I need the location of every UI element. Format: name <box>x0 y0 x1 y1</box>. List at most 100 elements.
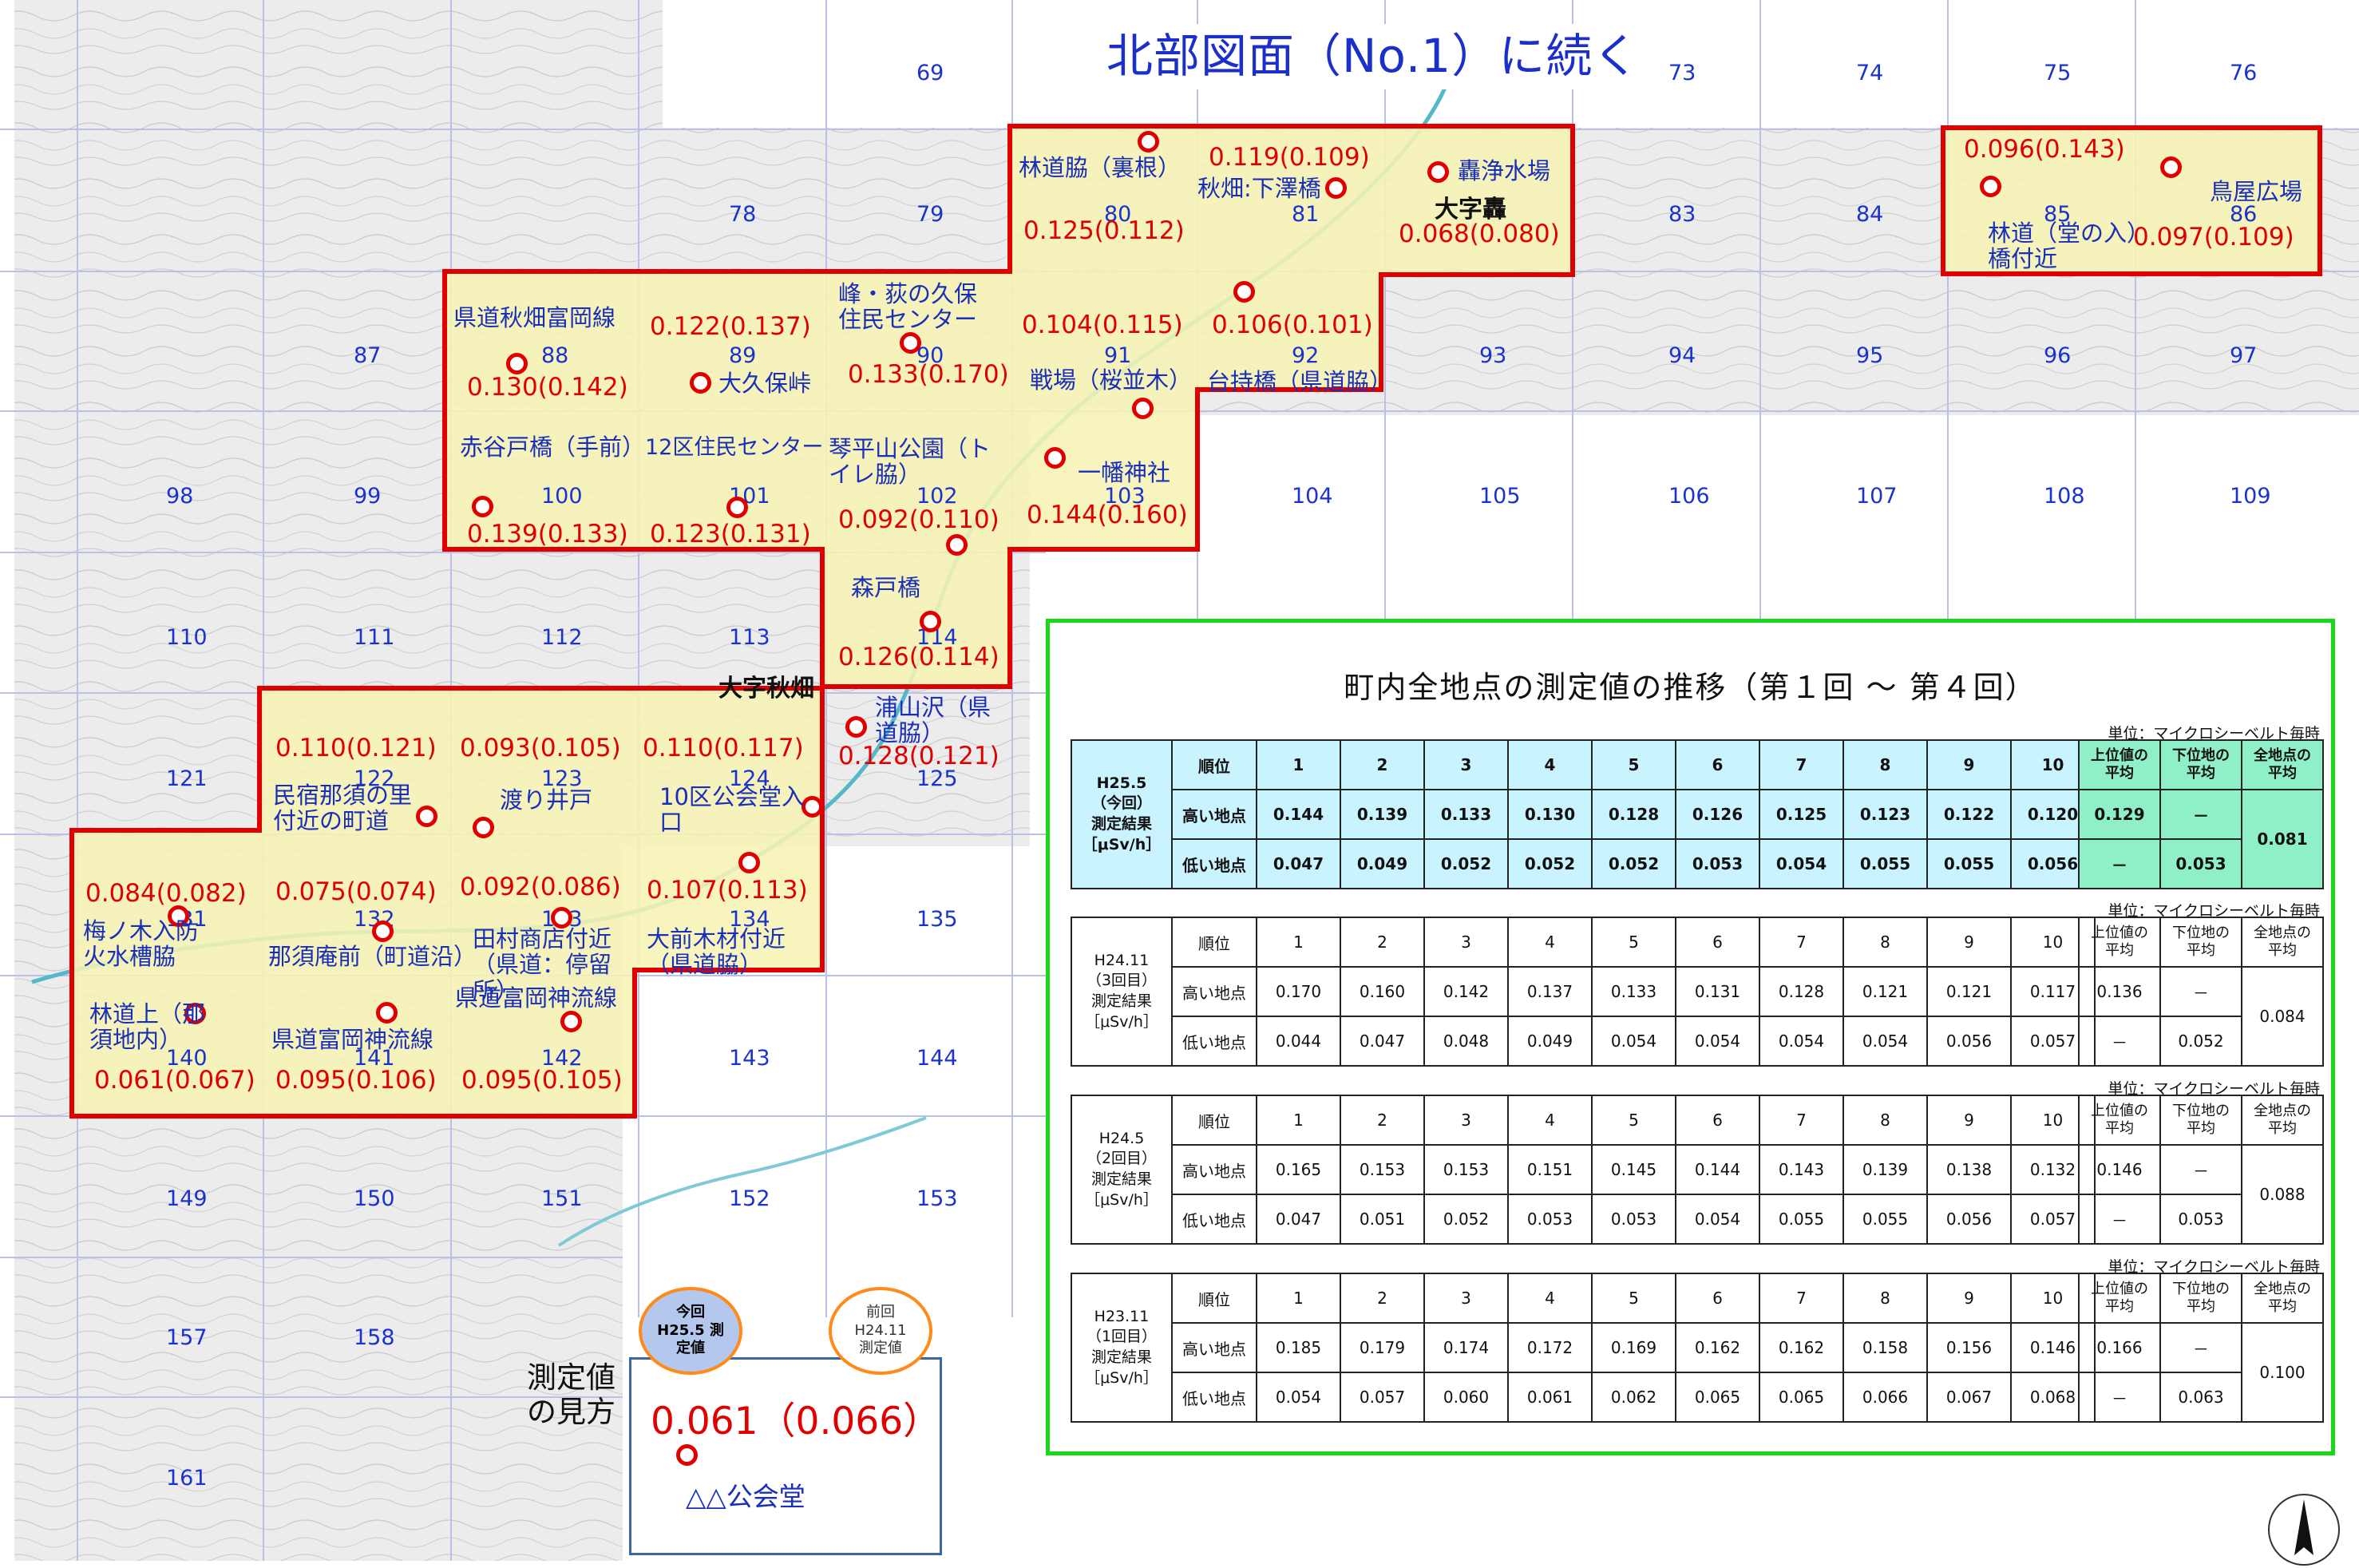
point-value: 0.130(0.142) <box>467 373 628 402</box>
point-name: 県道富岡神流線 <box>455 984 618 1012</box>
grid-number: 111 <box>354 625 395 650</box>
low-value: 0.047 <box>1340 1016 1425 1067</box>
measurement-point-marker[interactable] <box>920 611 941 632</box>
low-value: 0.054 <box>1759 838 1844 889</box>
all-average: 0.084 <box>2241 966 2324 1067</box>
high-value: 0.126 <box>1675 789 1760 840</box>
survey-area <box>69 124 2322 1119</box>
high-label: 高い地点 <box>1171 966 1257 1017</box>
rank-number: 3 <box>1423 739 1509 790</box>
rank-number: 9 <box>1926 739 2012 790</box>
measurement-point-marker[interactable] <box>416 806 437 827</box>
grid-number: 85 <box>2044 202 2072 227</box>
measurement-point-marker[interactable] <box>372 921 394 942</box>
high-label: 高い地点 <box>1171 789 1257 840</box>
rank-number: 5 <box>1591 739 1676 790</box>
high-value: 0.123 <box>1842 789 1928 840</box>
point-name: 浦山沢（県道脇） <box>875 694 991 747</box>
grid-number: 134 <box>729 907 770 932</box>
lower-average-dash: － <box>2159 789 2242 840</box>
lower-average-header: 下位地の平均 <box>2159 917 2242 968</box>
grid-number: 158 <box>354 1325 395 1350</box>
measurement-point-marker[interactable] <box>1044 447 1066 469</box>
measurement-point-marker[interactable] <box>472 496 493 517</box>
point-value: 0.126(0.114) <box>838 643 999 671</box>
measurement-point-marker[interactable] <box>1138 131 1159 152</box>
measurement-point-marker[interactable] <box>900 332 921 354</box>
measurement-point-marker[interactable] <box>2160 156 2182 178</box>
measurement-point-marker[interactable] <box>1427 161 1449 183</box>
upper-average-header: 上位値の平均 <box>2078 917 2161 968</box>
rank-number: 4 <box>1507 1273 1593 1324</box>
point-value: 0.095(0.106) <box>275 1066 437 1095</box>
grid-number: 96 <box>2044 343 2072 368</box>
grid-number: 102 <box>916 484 958 509</box>
measurement-point-marker[interactable] <box>1325 177 1347 199</box>
measurement-point-marker[interactable] <box>551 907 572 929</box>
measurement-point-marker[interactable] <box>726 497 748 518</box>
measurement-point-marker[interactable] <box>738 852 760 873</box>
period-line: ［μSv/h］ <box>1085 1012 1158 1031</box>
measurement-point-marker[interactable] <box>946 534 968 556</box>
lower-average: 0.063 <box>2159 1372 2242 1423</box>
measurement-point-marker[interactable] <box>376 1002 398 1024</box>
point-name: 梅ノ木入防火水槽脇 <box>83 917 200 971</box>
period-line: H24.11 <box>1094 951 1150 969</box>
measurement-point-marker[interactable] <box>845 716 867 738</box>
lower-average-header: 下位地の平均 <box>2159 739 2242 790</box>
grid-number: 157 <box>166 1325 208 1350</box>
unit-label: 単位：マイクロシーベルト毎時 <box>2108 725 2320 742</box>
period-line: ［μSv/h］ <box>1085 1368 1158 1387</box>
grid-number: 83 <box>1668 202 1696 227</box>
measurement-point-marker[interactable] <box>690 372 711 394</box>
measurement-point-marker[interactable] <box>1132 398 1154 419</box>
rank-number: 3 <box>1423 1273 1509 1324</box>
low-value: 0.066 <box>1842 1372 1928 1423</box>
measurement-point-marker[interactable] <box>506 353 528 374</box>
measurement-point-marker[interactable] <box>168 905 189 927</box>
period-line: H23.11 <box>1094 1307 1150 1325</box>
high-value: 0.160 <box>1340 966 1425 1017</box>
lower-average: 0.053 <box>2159 1194 2242 1245</box>
all-average-header: 全地点の平均 <box>2241 739 2324 790</box>
low-value: 0.054 <box>1675 1194 1760 1245</box>
grid-number: 89 <box>729 343 757 368</box>
point-name: 田村商店付近（県道：停留所） <box>473 925 612 1004</box>
grid-number: 108 <box>2044 484 2085 509</box>
measurement-point-marker[interactable] <box>1233 281 1255 303</box>
point-value: 0.092(0.086) <box>460 873 621 901</box>
point-value: 0.110(0.117) <box>643 734 804 762</box>
low-value: 0.062 <box>1591 1372 1676 1423</box>
point-value: 0.095(0.105) <box>461 1066 623 1095</box>
low-label: 低い地点 <box>1171 838 1257 889</box>
high-value: 0.138 <box>1926 1144 2012 1195</box>
low-value: 0.060 <box>1423 1372 1509 1423</box>
rank-number: 7 <box>1759 1273 1844 1324</box>
point-value: 0.104(0.115) <box>1022 311 1183 339</box>
rank-number: 7 <box>1759 1095 1844 1146</box>
legend-label: 測定値の見方 <box>527 1360 615 1429</box>
grid-number: 79 <box>916 202 944 227</box>
low-value: 0.065 <box>1675 1372 1760 1423</box>
high-label: 高い地点 <box>1171 1322 1257 1373</box>
measurement-point-marker[interactable] <box>184 1003 206 1024</box>
grid-number: 105 <box>1479 484 1521 509</box>
high-value: 0.139 <box>1842 1144 1928 1195</box>
measurement-point-marker[interactable] <box>473 817 494 838</box>
grid-number: 95 <box>1856 343 1884 368</box>
legend-box: 0.061（0.066） △△公会堂 <box>629 1357 942 1555</box>
rank-header: 順位 <box>1171 1273 1257 1324</box>
low-value: 0.044 <box>1256 1016 1341 1067</box>
grid-number: 78 <box>729 202 757 227</box>
measurement-point-marker[interactable] <box>802 796 823 818</box>
grid-number: 73 <box>1668 61 1696 85</box>
measurement-point-marker[interactable] <box>1980 176 2001 197</box>
grid-number: 87 <box>354 343 382 368</box>
grid-number: 104 <box>1292 484 1333 509</box>
rank-number: 3 <box>1423 917 1509 968</box>
grid-number: 135 <box>916 907 958 932</box>
grid-number: 80 <box>1104 202 1132 227</box>
rank-number: 5 <box>1591 917 1676 968</box>
high-value: 0.156 <box>1926 1322 2012 1373</box>
measurement-point-marker[interactable] <box>560 1011 582 1032</box>
